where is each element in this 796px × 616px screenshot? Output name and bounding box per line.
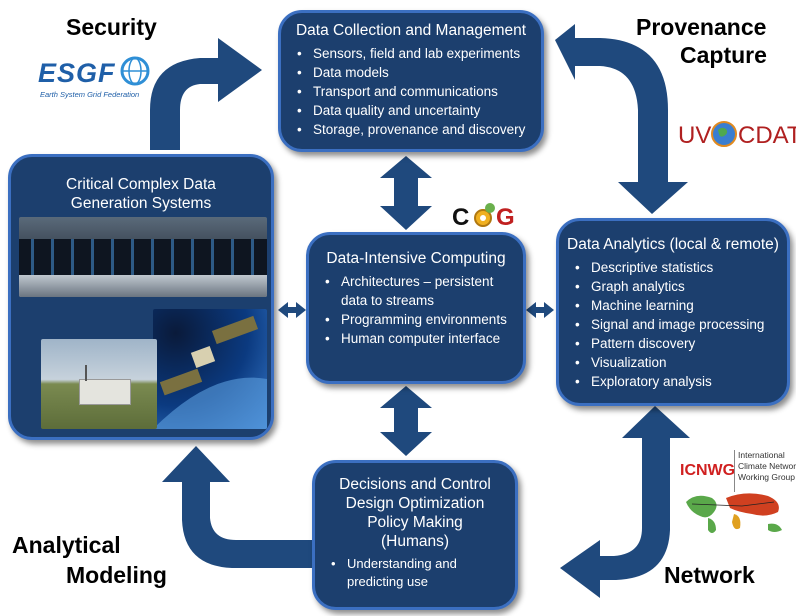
satellite-image <box>153 309 267 429</box>
list-item: Human computer interface <box>309 329 523 348</box>
list-item: Sensors, field and lab experiments <box>281 44 541 63</box>
icnwg-logo-line1: International <box>738 450 785 460</box>
decisions-title-line4: (Humans) <box>380 533 450 550</box>
security-label: Security <box>66 14 157 40</box>
icnwg-logo-name: ICNWG <box>680 462 736 479</box>
data-intensive-computing-box: Data-Intensive Computing Architectures –… <box>306 232 526 384</box>
double-arrow-bottom <box>380 386 432 456</box>
provenance-curved-arrow <box>555 24 688 214</box>
data-analytics-title: Data Analytics (local & remote) <box>567 236 779 253</box>
critical-systems-title-line2: Generation Systems <box>70 195 212 212</box>
data-collection-box: Data Collection and Management Sensors, … <box>278 10 544 152</box>
list-item: Transport and communications <box>281 82 541 101</box>
uvcdat-logo-right: CDAT <box>738 122 796 149</box>
list-item: Understanding and predicting use <box>315 555 515 591</box>
double-arrow-left <box>278 302 306 318</box>
list-item: Signal and image processing <box>559 315 787 334</box>
list-item: Graph analytics <box>559 277 787 296</box>
field-station-image <box>41 339 157 429</box>
uvcdat-logo-left: UV <box>678 122 712 149</box>
list-item: Exploratory analysis <box>559 372 787 391</box>
esgf-logo: ESGF Earth System Grid Federation <box>38 56 156 100</box>
globe-icon <box>120 56 150 86</box>
network-curved-arrow <box>560 406 690 598</box>
modeling-label-line2: Modeling <box>66 562 167 588</box>
list-item: Pattern discovery <box>559 334 787 353</box>
cog-logo-g: G <box>496 204 515 231</box>
data-collection-title: Data Collection and Management <box>295 22 527 39</box>
provenance-label-line2: Capture <box>680 42 767 68</box>
earth-icon <box>711 121 737 147</box>
list-item: Descriptive statistics <box>559 258 787 277</box>
data-intensive-computing-list: Architectures – persistent data to strea… <box>309 272 523 348</box>
network-label: Network <box>664 562 755 588</box>
esgf-logo-subtitle: Earth System Grid Federation <box>40 90 140 99</box>
gear-icon <box>474 203 495 227</box>
list-item: Visualization <box>559 353 787 372</box>
world-map-icon <box>686 493 782 533</box>
list-item: Data quality and uncertainty <box>281 101 541 120</box>
icnwg-logo-line3: Working Group <box>738 472 796 482</box>
data-analytics-list: Descriptive statistics Graph analytics M… <box>559 258 787 391</box>
list-item: Data models <box>281 63 541 82</box>
security-curved-arrow <box>150 38 262 150</box>
supercomputer-image <box>19 217 267 297</box>
critical-systems-box: Critical Complex Data Generation Systems <box>8 154 274 440</box>
data-intensive-computing-title: Data-Intensive Computing <box>326 250 506 267</box>
list-item: Machine learning <box>559 296 787 315</box>
critical-systems-title-line1: Critical Complex Data <box>66 176 216 193</box>
decisions-control-box: Decisions and Control Design Optimizatio… <box>312 460 518 610</box>
list-item: Storage, provenance and discovery <box>281 120 541 139</box>
icnwg-logo: ICNWG International Climate Network Work… <box>680 450 796 540</box>
uvcdat-logo: UV CDAT <box>678 120 796 150</box>
data-collection-list: Sensors, field and lab experiments Data … <box>281 44 541 139</box>
esgf-logo-text: ESGF <box>38 58 116 88</box>
analytical-curved-arrow <box>162 446 312 568</box>
decisions-list: Understanding and predicting use <box>315 555 515 591</box>
analytical-label-line1: Analytical <box>12 532 121 558</box>
decisions-title-line1: Decisions and Control <box>339 476 491 493</box>
decisions-title-line3: Policy Making <box>367 514 463 531</box>
decisions-title-line2: Design Optimization <box>345 495 485 512</box>
list-item: Programming environments <box>309 310 523 329</box>
provenance-label-line1: Provenance <box>636 14 767 40</box>
cog-logo: C G <box>452 200 522 232</box>
data-analytics-box: Data Analytics (local & remote) Descript… <box>556 218 790 406</box>
double-arrow-top <box>380 156 432 230</box>
icnwg-logo-line2: Climate Network <box>738 461 796 471</box>
cog-logo-c: C <box>452 204 470 231</box>
list-item: Architectures – persistent data to strea… <box>309 272 523 310</box>
satellite-icon <box>153 315 267 429</box>
double-arrow-right <box>526 302 554 318</box>
